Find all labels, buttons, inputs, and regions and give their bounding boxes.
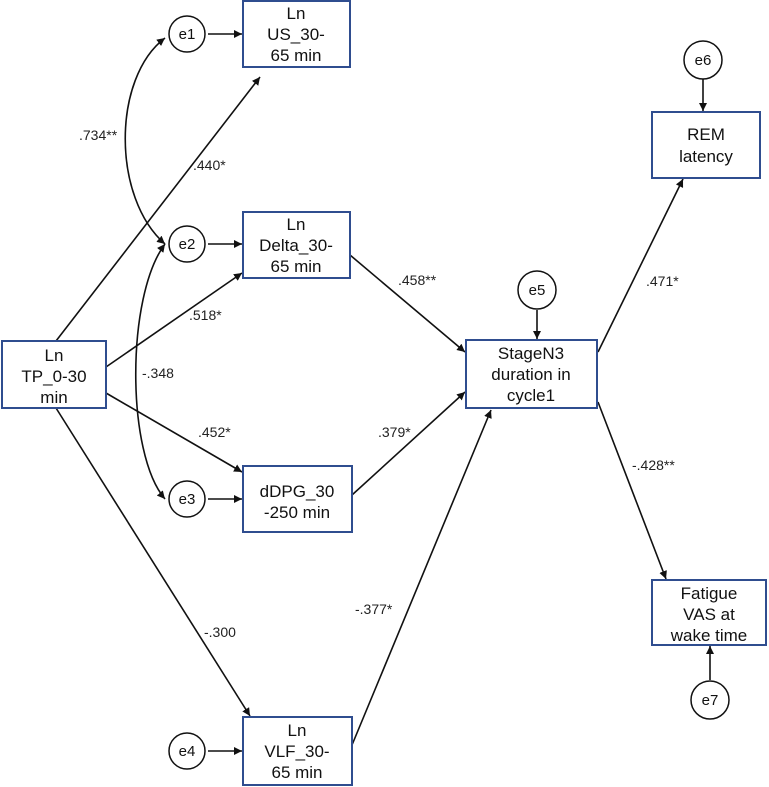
- error-e5-label: e5: [529, 282, 546, 299]
- node-rem-latency-line-2: latency: [679, 147, 733, 166]
- coef-tp-delta: .518*: [189, 307, 222, 323]
- coef-stagen3-rem: .471*: [646, 273, 679, 289]
- arrow-ddpg-to-stagen3: [351, 391, 466, 496]
- node-fatigue: Fatigue VAS at wake time: [651, 579, 767, 646]
- node-ln-delta-line-3: 65 min: [270, 257, 321, 276]
- node-ln-us-line-2: US_30-: [267, 25, 325, 44]
- node-ddpg-line-2: -250 min: [264, 503, 330, 522]
- node-ln-us: Ln US_30- 65 min: [242, 0, 351, 68]
- error-e6: e6: [683, 40, 723, 80]
- node-ln-tp-line-2: TP_0-30: [21, 367, 86, 386]
- node-ln-tp: Ln TP_0-30 min: [1, 340, 107, 409]
- edges: [55, 30, 714, 755]
- node-fatigue-line-1: Fatigue: [681, 584, 738, 603]
- node-ddpg-line-1: dDPG_30: [260, 482, 335, 501]
- coef-vlf-stagen3: -.377*: [355, 601, 393, 617]
- error-e4: e4: [168, 732, 206, 770]
- arrow-tp-to-ddpg: [105, 392, 243, 473]
- arrow-delta-to-stagen3: [349, 254, 466, 353]
- coef-cov-e1-e2: .734**: [79, 127, 118, 143]
- arrow-stagen3-to-rem: [597, 178, 684, 353]
- node-ln-vlf: Ln VLF_30- 65 min: [242, 716, 353, 786]
- node-ln-tp-line-3: min: [40, 388, 67, 407]
- arrow-vlf-to-stagen3: [351, 409, 492, 746]
- node-ln-delta-line-2: Delta_30-: [259, 236, 333, 255]
- node-ln-delta: Ln Delta_30- 65 min: [242, 211, 351, 279]
- error-e1-label: e1: [179, 26, 196, 43]
- error-e7-label: e7: [702, 692, 719, 709]
- node-stagen3-line-2: duration in: [491, 365, 570, 384]
- node-stagen3-line-1: StageN3: [498, 344, 564, 363]
- error-e7: e7: [690, 680, 730, 720]
- error-e3: e3: [168, 480, 206, 518]
- covariance-e2-e3: [135, 243, 166, 500]
- node-ln-vlf-line-3: 65 min: [271, 763, 322, 782]
- node-fatigue-line-3: wake time: [670, 626, 748, 645]
- error-e3-label: e3: [179, 491, 196, 508]
- node-ln-vlf-line-2: VLF_30-: [264, 742, 329, 761]
- node-stagen3: StageN3 duration in cycle1: [465, 339, 598, 409]
- coef-stagen3-fatigue: -.428**: [632, 457, 675, 473]
- error-e6-label: e6: [695, 52, 712, 69]
- covariance-e1-e2: [124, 37, 166, 245]
- node-ddpg: dDPG_30 -250 min: [242, 465, 353, 533]
- node-fatigue-line-2: VAS at: [683, 605, 735, 624]
- error-e2-label: e2: [179, 236, 196, 253]
- node-ln-us-line-3: 65 min: [270, 46, 321, 65]
- node-rem-latency-line-1: REM: [687, 125, 725, 144]
- error-e2: e2: [168, 225, 206, 263]
- node-ln-vlf-line-1: Ln: [288, 721, 307, 740]
- coef-tp-us: .440*: [193, 157, 226, 173]
- coef-tp-vlf: -.300: [204, 624, 236, 640]
- arrow-stagen3-to-fatigue: [597, 401, 667, 580]
- arrow-tp-to-us: [55, 76, 261, 342]
- coef-cov-e2-e3: -.348: [142, 365, 174, 381]
- coef-delta-stagen3: .458**: [398, 272, 437, 288]
- error-e1: e1: [168, 15, 206, 53]
- coefficient-labels: .734** .440* .518* -.348 .452* -.300 .45…: [79, 127, 679, 640]
- arrow-tp-to-delta: [105, 272, 243, 368]
- node-ln-us-line-1: Ln: [287, 4, 306, 23]
- coef-tp-ddpg: .452*: [198, 424, 231, 440]
- node-ln-tp-line-1: Ln: [45, 346, 64, 365]
- node-rem-latency: REM latency: [651, 111, 761, 179]
- node-ln-delta-line-1: Ln: [287, 215, 306, 234]
- error-e5: e5: [517, 270, 557, 310]
- node-stagen3-line-3: cycle1: [507, 386, 555, 405]
- error-e4-label: e4: [179, 743, 196, 760]
- coef-ddpg-stagen3: .379*: [378, 424, 411, 440]
- arrow-tp-to-vlf: [55, 407, 251, 717]
